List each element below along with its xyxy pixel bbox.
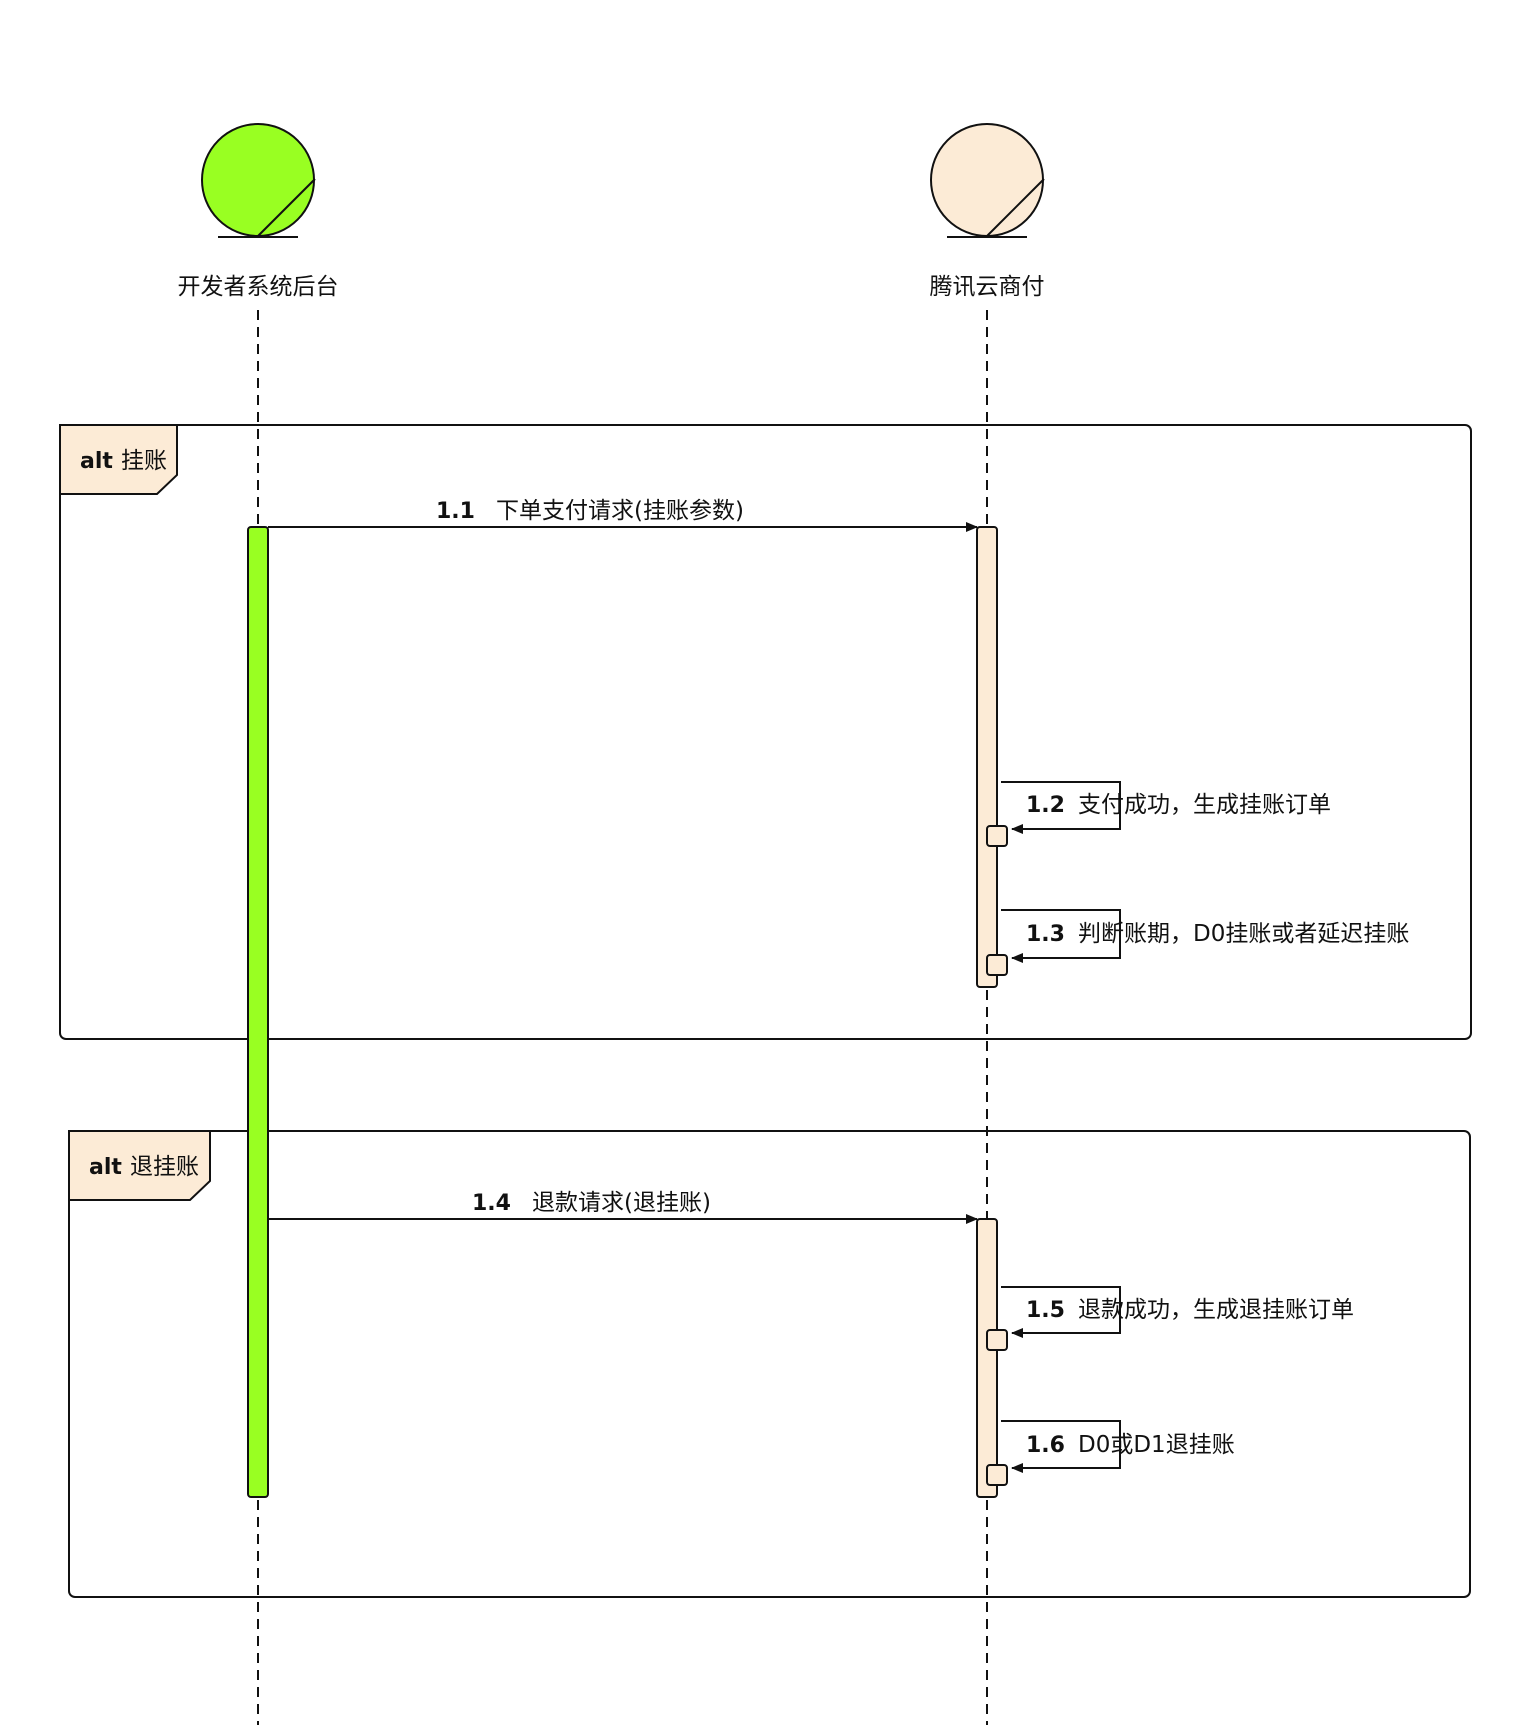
message-number: 1.3 [1026, 922, 1065, 947]
message-1-3[interactable]: 1.3 判断账期，D0挂账或者延迟挂账 [986, 909, 1409, 976]
participant-label: 开发者系统后台 [178, 274, 339, 300]
message-text: 下单支付请求(挂账参数) [496, 498, 744, 524]
activation-bar-tencent-2 [976, 1218, 998, 1498]
fragment-frame [68, 1130, 1471, 1598]
nested-activation [986, 825, 1008, 847]
message-number: 1.6 [1026, 1433, 1065, 1458]
message-number: 1.4 [472, 1191, 511, 1216]
message-1-6[interactable]: 1.6 D0或D1退挂账 [986, 1420, 1235, 1486]
message-number: 1.2 [1026, 793, 1065, 818]
self-message-arrow [1001, 1420, 1121, 1473]
message-text: 退款成功，生成退挂账订单 [1078, 1297, 1354, 1323]
fragment-tab [68, 1130, 211, 1201]
message-1-5[interactable]: 1.5 退款成功，生成退挂账订单 [986, 1286, 1354, 1351]
participant-tencent[interactable]: 腾讯云商付 [930, 123, 1045, 300]
nested-activation [986, 1464, 1008, 1486]
fragment-keyword: alt [80, 449, 113, 474]
self-message-arrow [1001, 781, 1121, 834]
message-1-4[interactable]: 1.4 退款请求(退挂账) [268, 1190, 978, 1224]
message-1-2[interactable]: 1.2 支付成功，生成挂账订单 [986, 781, 1331, 847]
self-message-arrow [1001, 909, 1121, 963]
entity-icon [201, 123, 315, 237]
participant-developer[interactable]: 开发者系统后台 [178, 123, 339, 300]
fragment-label: 退挂账 [130, 1154, 199, 1180]
activation-bar-tencent-1 [976, 526, 998, 988]
fragment-keyword: alt [89, 1155, 122, 1180]
message-text: 判断账期，D0挂账或者延迟挂账 [1078, 921, 1409, 947]
nested-activation [986, 1329, 1008, 1351]
message-number: 1.5 [1026, 1298, 1065, 1323]
fragment-alt-tuiguazhang[interactable]: alt 退挂账 [68, 1130, 1471, 1598]
nested-activation [986, 954, 1008, 976]
fragment-tab [59, 424, 178, 495]
message-text: 退款请求(退挂账) [532, 1190, 711, 1216]
self-message-arrow [1001, 1286, 1121, 1338]
activation-bar-developer [247, 526, 269, 1498]
participant-label: 腾讯云商付 [930, 274, 1045, 300]
message-text: D0或D1退挂账 [1078, 1432, 1235, 1458]
message-text: 支付成功，生成挂账订单 [1078, 792, 1331, 818]
fragment-alt-guazhang[interactable]: alt 挂账 [59, 424, 1472, 1040]
fragment-frame [59, 424, 1472, 1040]
fragment-label: 挂账 [121, 448, 167, 474]
entity-icon [930, 123, 1044, 237]
message-number: 1.1 [436, 499, 475, 524]
message-1-1[interactable]: 1.1 下单支付请求(挂账参数) [268, 498, 978, 532]
